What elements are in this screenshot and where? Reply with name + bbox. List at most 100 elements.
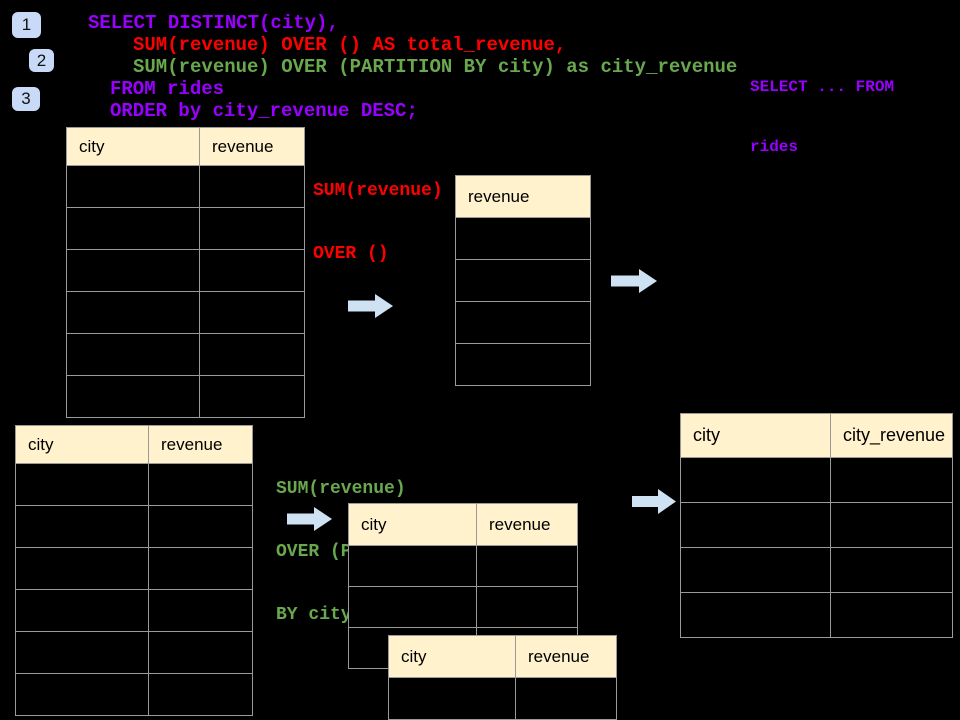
empty-table-row (680, 502, 953, 548)
empty-cell (15, 547, 149, 590)
empty-cell (148, 505, 253, 548)
column-header: city (66, 127, 200, 166)
annotation-line: SUM(revenue) (276, 479, 406, 499)
column-header: city (348, 503, 477, 546)
empty-cell (680, 457, 831, 503)
empty-cell (830, 457, 953, 503)
empty-cell (455, 301, 591, 344)
empty-cell (830, 502, 953, 548)
empty-table-row (66, 249, 305, 292)
empty-cell (148, 631, 253, 674)
annotation-sum-over-empty: SUM(revenue) OVER () (313, 139, 443, 307)
empty-cell (830, 547, 953, 593)
empty-table-row (15, 673, 253, 716)
empty-cell (680, 547, 831, 593)
sql-line-from: FROM rides (110, 78, 225, 100)
annotation-line: SUM(revenue) (313, 181, 443, 201)
flow-arrow-right-icon (611, 269, 657, 293)
empty-cell (455, 343, 591, 386)
empty-cell (199, 375, 305, 418)
empty-cell (66, 207, 200, 250)
empty-table-row (680, 547, 953, 593)
empty-cell (148, 589, 253, 632)
empty-cell (199, 207, 305, 250)
empty-cell (148, 547, 253, 590)
empty-table-row (15, 505, 253, 548)
empty-table-row (15, 631, 253, 674)
step-badge-2: 2 (29, 49, 54, 72)
column-header: revenue (476, 503, 578, 546)
empty-cell (348, 586, 477, 628)
empty-table-row (455, 217, 591, 260)
empty-table-row (66, 333, 305, 376)
empty-table-row (388, 677, 617, 720)
empty-table-row (455, 259, 591, 302)
empty-cell (15, 631, 149, 674)
empty-table-row (15, 463, 253, 506)
empty-cell (148, 673, 253, 716)
empty-cell (476, 545, 578, 587)
step-badge-3: 3 (12, 87, 40, 111)
empty-cell (66, 165, 200, 208)
empty-cell (66, 375, 200, 418)
side-note-line-2: rides (750, 138, 799, 156)
table-total-revenue-result: revenue (455, 175, 591, 386)
empty-table-row (680, 592, 953, 638)
empty-cell (15, 463, 149, 506)
empty-cell (15, 589, 149, 632)
empty-cell (199, 291, 305, 334)
empty-table-row (348, 586, 578, 628)
empty-cell (15, 505, 149, 548)
column-header: city_revenue (830, 413, 953, 458)
empty-cell (455, 259, 591, 302)
column-header: city (15, 425, 149, 464)
empty-cell (455, 217, 591, 260)
empty-table-row (348, 545, 578, 587)
empty-cell (476, 586, 578, 628)
annotation-line: OVER () (313, 244, 389, 264)
empty-cell (680, 502, 831, 548)
flow-arrow-right-icon (348, 294, 393, 318)
header-row: revenue (455, 175, 591, 218)
empty-table-row (66, 375, 305, 418)
column-header: revenue (148, 425, 253, 464)
empty-table-row (455, 343, 591, 386)
sql-line-sum-over-total: SUM(revenue) OVER () AS total_revenue, (133, 34, 567, 56)
empty-table-row (15, 547, 253, 590)
empty-table-row (455, 301, 591, 344)
empty-table-row (66, 207, 305, 250)
empty-cell (680, 592, 831, 638)
empty-table-row (66, 291, 305, 334)
column-header: city (388, 635, 516, 678)
empty-cell (830, 592, 953, 638)
empty-table-row (66, 165, 305, 208)
flow-arrow-right-icon (287, 507, 332, 531)
empty-cell (148, 463, 253, 506)
sql-line-sum-over-partition: SUM(revenue) OVER (PARTITION BY city) as… (133, 56, 738, 78)
empty-table-row (15, 589, 253, 632)
empty-cell (348, 545, 477, 587)
empty-cell (515, 677, 617, 720)
empty-cell (388, 677, 516, 720)
sql-line-order-by: ORDER by city_revenue DESC; (110, 100, 418, 122)
empty-cell (66, 333, 200, 376)
empty-cell (15, 673, 149, 716)
empty-cell (66, 291, 200, 334)
column-header: city (680, 413, 831, 458)
side-note-select-from-rides: SELECT ... FROM rides (750, 37, 894, 197)
empty-cell (66, 249, 200, 292)
flow-arrow-right-icon (632, 489, 676, 514)
column-header: revenue (199, 127, 305, 166)
side-note-line-1: SELECT ... FROM (750, 78, 895, 96)
